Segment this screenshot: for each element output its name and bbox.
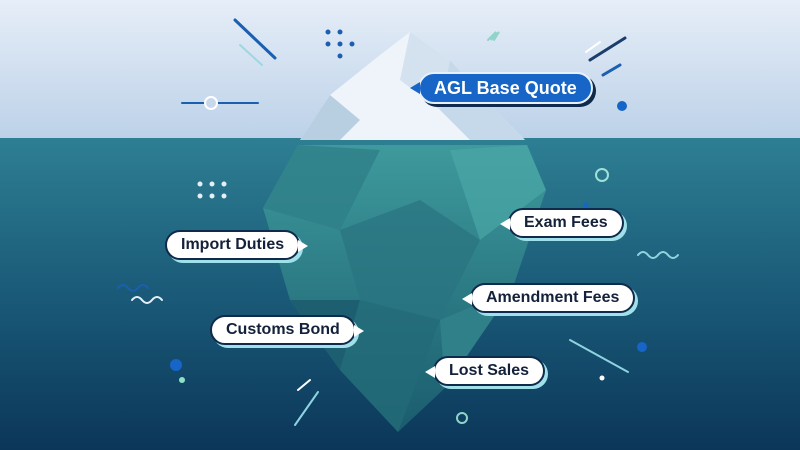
label-text: Lost Sales [449, 362, 530, 379]
label-lost-sales: Lost Sales [425, 356, 546, 386]
pointer [410, 82, 420, 94]
label-text: AGL Base Quote [434, 78, 577, 98]
label-customs-bond: Customs Bond [210, 315, 364, 345]
label-import-duties: Import Duties [165, 230, 309, 260]
decorations [117, 18, 679, 426]
label-agl-base-quote: AGL Base Quote [410, 72, 593, 104]
pointer [298, 240, 309, 252]
pointer [462, 293, 472, 305]
label-text: Customs Bond [226, 321, 340, 338]
label-text: Amendment Fees [486, 289, 620, 306]
pointer [353, 325, 364, 337]
label-text: Exam Fees [524, 214, 608, 231]
label-text: Import Duties [181, 236, 285, 253]
label-amendment-fees: Amendment Fees [462, 283, 636, 313]
iceberg-underwater [263, 145, 546, 432]
label-exam-fees: Exam Fees [500, 208, 624, 238]
pointer [500, 218, 510, 230]
pointer [425, 366, 435, 378]
